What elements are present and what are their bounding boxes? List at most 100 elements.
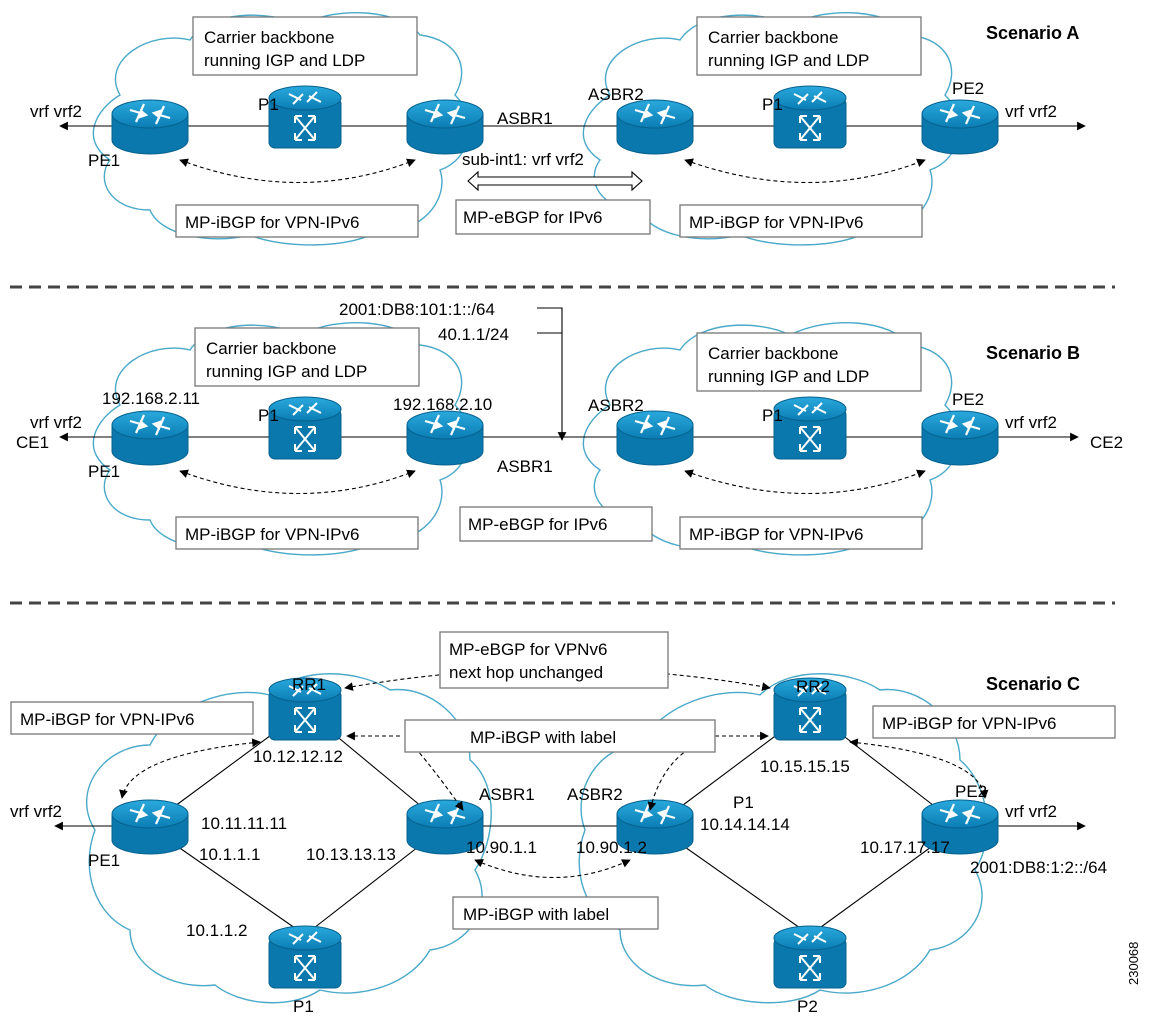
switch-p1-b (268, 396, 342, 460)
ce1-label-b: CE1 (16, 433, 49, 452)
label-rr2-c: RR2 (796, 677, 830, 696)
ibgp-label-rr1-asbr1 (404, 737, 464, 811)
pe2-prefix-label-c: 2001:DB8:1:2::/64 (970, 858, 1107, 877)
ebgp-label-b: MP-eBGP for IPv6 (468, 515, 608, 534)
asbr1-ip-label-c: 10.90.1.1 (466, 838, 537, 857)
p1-ip-label-c: 10.1.1.2 (186, 921, 247, 940)
ibgp-label-left-b: MP-iBGP for VPN-IPv6 (185, 525, 359, 544)
scenario-title-a: Scenario A (986, 23, 1079, 43)
switch-p1-right-b (773, 396, 847, 460)
label-pe1-c: PE1 (88, 851, 120, 870)
label-p1-right-a: P1 (762, 95, 783, 114)
label-asbr2-b: ASBR2 (588, 396, 644, 415)
ibgp-label-box-bottom-c (452, 896, 659, 930)
ibgp-label-left-a: MP-iBGP for VPN-IPv6 (185, 213, 359, 232)
carrier-label-line1: Carrier backbone (708, 344, 838, 363)
router-pe1-c (110, 798, 190, 856)
p1-right-ip-label-c: 10.14.14.14 (700, 815, 790, 834)
label-asbr2-a: ASBR2 (588, 85, 644, 104)
label-pe1-a: PE1 (88, 151, 120, 170)
router-pe1-b (110, 409, 190, 467)
ibgp-session-right-a (684, 158, 926, 184)
vrf-label-right-c: vrf vrf2 (1005, 802, 1057, 821)
ibgp-label-bottom-c: MP-iBGP with label (463, 905, 609, 924)
label-pe2-c: PE2 (955, 782, 987, 801)
vrf-label-right-a: vrf vrf2 (1005, 102, 1057, 121)
vrf-label-left-a: vrf vrf2 (30, 102, 82, 121)
router-pe2-b (920, 409, 1000, 467)
ibgp-box-right-c (872, 705, 1116, 739)
carrier-cloud-left-b (92, 321, 470, 556)
router-asbr2-b (615, 409, 695, 467)
subint-label-a: sub-int1: vrf vrf2 (462, 150, 584, 169)
ebgp-vpn-box-c (439, 631, 669, 689)
ibgp-box-left-c (10, 701, 254, 735)
router-asbr1-a (405, 98, 485, 156)
switch-p1-c (268, 925, 342, 989)
scenario-b: Carrier backbone running IGP and LDP Car… (16, 300, 1123, 556)
label-asbr1-c: ASBR1 (479, 785, 535, 804)
scenario-title-c: Scenario C (986, 674, 1080, 694)
ibgp-session-left-a (179, 158, 416, 184)
label-rr1-c: RR1 (292, 675, 326, 694)
ebgp-double-arrow-a (467, 170, 643, 192)
ibgp-box-left-a (175, 204, 419, 238)
switch-p1-right-a (773, 85, 847, 149)
ce2-label-b: CE2 (1090, 433, 1123, 452)
asbr1-loop-ip-label-c: 10.13.13.13 (306, 845, 396, 864)
label-asbr1-b: ASBR1 (497, 457, 553, 476)
ibgp-label-right-a: MP-iBGP for VPN-IPv6 (689, 213, 863, 232)
ibgp-session-left-b (179, 469, 416, 495)
scenario-c: MP-eBGP for VPNv6 next hop unchanged Sce… (10, 631, 1116, 1016)
carrier-box-right-a (696, 16, 922, 76)
label-p1-b: P1 (258, 406, 279, 425)
vrf-label-right-b: vrf vrf2 (1005, 413, 1057, 432)
router-asbr1-b (405, 409, 485, 467)
label-asbr2-c: ASBR2 (567, 785, 623, 804)
router-pe1-a (110, 98, 190, 156)
prefix-arrow-b (537, 307, 567, 441)
ebgp-label-a: MP-eBGP for IPv6 (463, 208, 603, 227)
ibgp-label-right-c: MP-iBGP for VPN-IPv6 (882, 714, 1056, 733)
router-asbr2-a (615, 98, 695, 156)
carrier-box-left-b (194, 327, 420, 387)
carrier-cloud-left-a (92, 11, 470, 246)
pe1-link-ip-label-c: 10.1.1.1 (199, 845, 260, 864)
carrier-label-line2: running IGP and LDP (204, 51, 365, 70)
ibgp-label-left-c: MP-iBGP for VPN-IPv6 (20, 710, 194, 729)
ibgp-rr2-pe2 (849, 738, 989, 799)
vrf-label-left-b: vrf vrf2 (30, 413, 82, 432)
carrier-label-line2: running IGP and LDP (708, 367, 869, 386)
pe1-ip-label-c: 10.11.11.11 (201, 814, 287, 833)
label-pe2-a: PE2 (952, 79, 984, 98)
label-p1-c: P1 (293, 997, 314, 1016)
label-pe2-b: PE2 (952, 390, 984, 409)
as-cloud-right-c (578, 673, 988, 1004)
ibgp-box-right-a (679, 204, 923, 238)
pe1-ip-label-b: 192.168.2.11 (102, 389, 200, 408)
carrier-label-line1: Carrier backbone (708, 28, 838, 47)
ibgp-asbr-session-c (474, 859, 631, 878)
ebgp-vpn-session-c (344, 668, 771, 691)
carrier-label-line1: Carrier backbone (204, 28, 334, 47)
label-p1-right-c: P1 (733, 793, 754, 812)
pe2-ip-label-c: 10.17.17.17 (860, 838, 950, 857)
ibgp-label-box-top-c (404, 719, 716, 753)
prefix-v6-label-b: 2001:DB8:101:1::/64 (339, 300, 495, 319)
label-asbr1-a: ASBR1 (497, 109, 553, 128)
ibgp-box-right-b (679, 516, 923, 550)
carrier-label-line2: running IGP and LDP (206, 362, 367, 381)
carrier-box-left-a (192, 16, 418, 76)
scenario-title-b: Scenario B (986, 343, 1080, 363)
label-p1-a: P1 (258, 95, 279, 114)
prefix-v4-label-b: 40.1.1/24 (438, 325, 509, 344)
carrier-label-line1: Carrier backbone (206, 339, 336, 358)
carrier-box-right-b (696, 332, 922, 392)
ibgp-box-left-b (175, 516, 419, 550)
ibgp-label-right-b: MP-iBGP for VPN-IPv6 (689, 525, 863, 544)
vrf-label-left-c: vrf vrf2 (10, 802, 62, 821)
ebgp-box-a (455, 199, 651, 235)
ebgp-vpn-label-line2: next hop unchanged (449, 663, 603, 682)
